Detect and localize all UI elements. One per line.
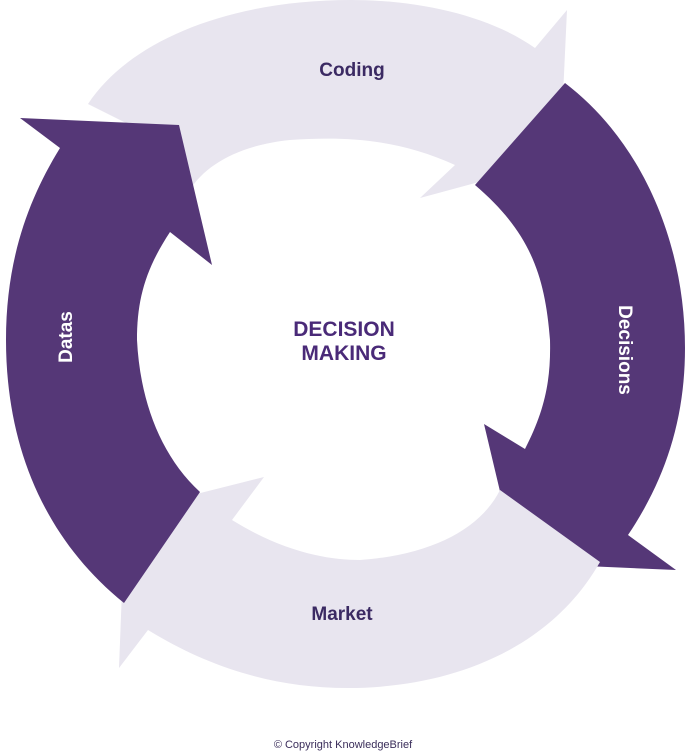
decisions-label: Decisions — [614, 305, 635, 395]
center-title-line1: DECISION — [293, 318, 395, 341]
decisions-arrow — [475, 83, 685, 570]
datas-arrow — [6, 118, 212, 603]
datas-label: Datas — [56, 311, 77, 363]
coding-arrow — [88, 0, 567, 198]
market-arrow — [119, 477, 600, 688]
center-title-line2: MAKING — [301, 342, 386, 365]
coding-label: Coding — [319, 60, 384, 81]
copyright-notice: © Copyright KnowledgeBrief — [273, 739, 413, 751]
market-label: Market — [311, 604, 373, 625]
